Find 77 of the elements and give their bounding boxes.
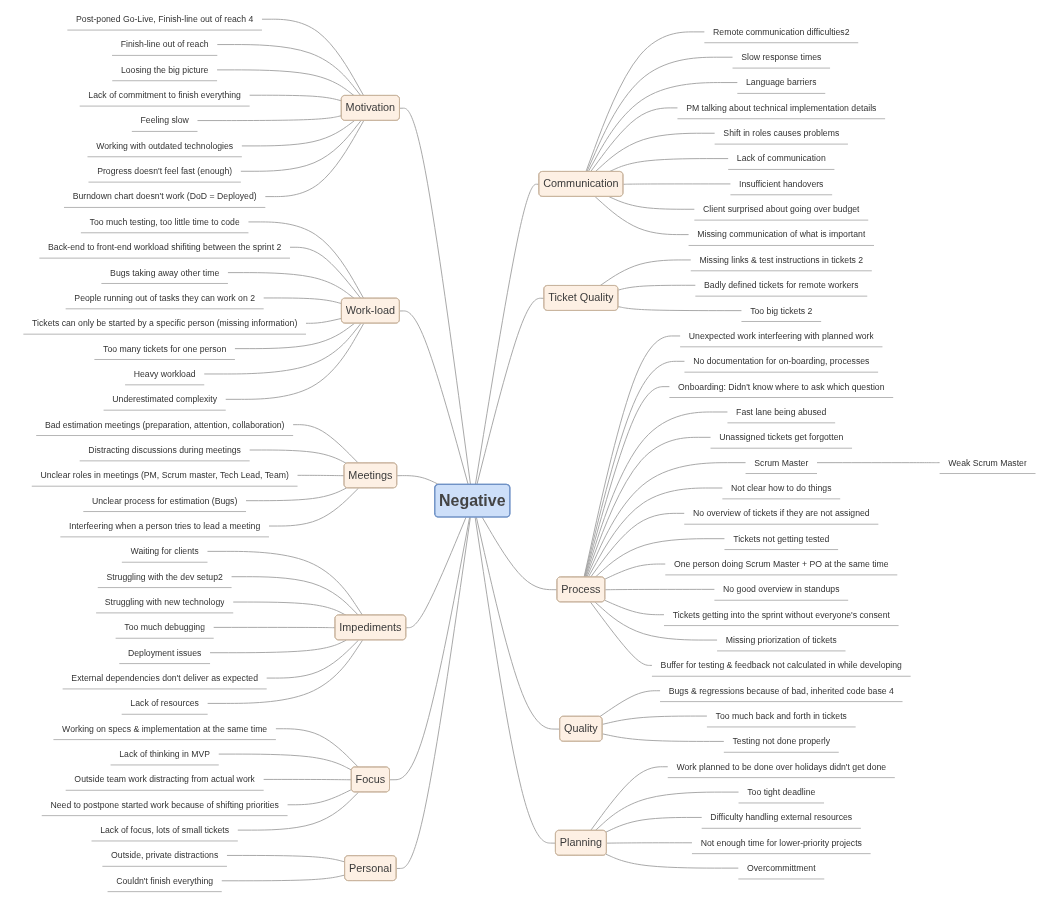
connector [590, 766, 669, 832]
connector [396, 475, 440, 486]
connector [594, 538, 725, 578]
connector [816, 462, 941, 464]
connector [604, 563, 666, 580]
connector [594, 791, 740, 832]
connector [261, 18, 365, 97]
connector [399, 107, 472, 486]
connector [608, 196, 695, 210]
connector [476, 516, 561, 730]
connector [216, 69, 355, 97]
connector [207, 550, 364, 616]
connector [209, 639, 347, 654]
connector [587, 82, 738, 173]
connector [227, 272, 355, 299]
connector [590, 601, 653, 666]
connector [474, 183, 540, 486]
connector [207, 639, 364, 704]
connector [396, 516, 471, 869]
connector [389, 516, 471, 781]
connector [203, 323, 362, 375]
connector [594, 196, 690, 236]
connector [249, 449, 348, 464]
connector [606, 842, 693, 844]
connector [263, 778, 353, 781]
connector [599, 690, 661, 718]
connector [226, 855, 346, 863]
connector [237, 791, 359, 831]
connector [586, 462, 747, 578]
connector [590, 107, 678, 173]
connector [218, 753, 353, 771]
connector [617, 284, 696, 291]
connector [481, 516, 558, 591]
connector [474, 516, 557, 844]
connector [622, 183, 731, 185]
connector [266, 639, 359, 679]
connector [249, 94, 343, 102]
connector [584, 386, 670, 578]
connector [292, 424, 359, 464]
connector [297, 474, 345, 477]
connector [604, 588, 715, 591]
connector [586, 56, 734, 173]
connector [287, 789, 353, 806]
connector [587, 487, 723, 578]
connector [225, 323, 365, 400]
connector [197, 115, 343, 122]
connector [604, 599, 665, 616]
connector [590, 512, 685, 578]
connector [213, 626, 336, 629]
connector [584, 411, 728, 578]
connector [221, 874, 346, 882]
connector [216, 44, 362, 97]
connector [602, 715, 708, 725]
connector [602, 733, 725, 742]
connector [585, 31, 705, 173]
connector [605, 816, 703, 833]
connector [405, 516, 467, 629]
connector [617, 306, 742, 312]
connector [594, 132, 716, 173]
connector [231, 576, 359, 616]
connector [594, 601, 718, 641]
connector [599, 259, 692, 287]
connector [476, 297, 545, 486]
connector [263, 297, 343, 305]
connector [248, 221, 365, 299]
connector [268, 487, 359, 527]
connector [234, 323, 355, 350]
connector [245, 487, 348, 502]
connector [275, 728, 359, 768]
connector [605, 853, 739, 869]
connector [264, 120, 365, 198]
connector [585, 436, 712, 578]
connector [305, 317, 343, 324]
connector [289, 246, 362, 299]
connector [240, 120, 362, 172]
connector [241, 120, 355, 147]
connector [399, 310, 469, 486]
